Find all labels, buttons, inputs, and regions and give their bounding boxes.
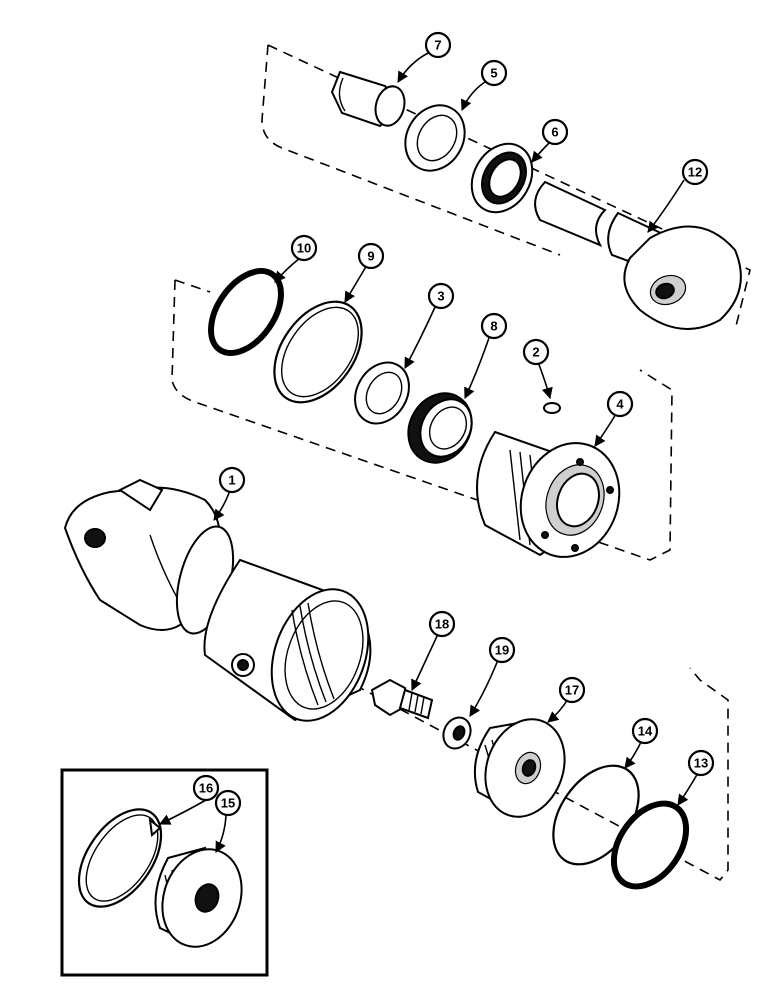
callout-2: 2 bbox=[522, 338, 550, 366]
svg-text:4: 4 bbox=[616, 397, 624, 412]
callout-15: 15 bbox=[214, 789, 242, 817]
callout-17: 17 bbox=[558, 676, 586, 704]
svg-text:14: 14 bbox=[638, 724, 653, 739]
part-6-rod-seal bbox=[470, 142, 534, 214]
svg-text:18: 18 bbox=[435, 617, 449, 632]
part-8-seal bbox=[407, 392, 473, 464]
part-19-washer bbox=[442, 716, 472, 750]
svg-text:17: 17 bbox=[565, 683, 579, 698]
part-16-wear-ring bbox=[77, 808, 163, 908]
callout-8: 8 bbox=[480, 312, 508, 340]
svg-text:16: 16 bbox=[199, 781, 213, 796]
svg-text:6: 6 bbox=[551, 125, 558, 140]
svg-text:10: 10 bbox=[297, 241, 311, 256]
callout-12: 12 bbox=[681, 158, 709, 186]
svg-text:19: 19 bbox=[495, 643, 509, 658]
part-4-gland bbox=[476, 430, 621, 558]
gland-group-outline bbox=[171, 279, 673, 561]
part-2-plug bbox=[543, 402, 561, 414]
svg-text:13: 13 bbox=[694, 756, 708, 771]
part-10-o-ring bbox=[208, 268, 284, 356]
svg-text:5: 5 bbox=[490, 66, 497, 81]
callout-5: 5 bbox=[480, 59, 508, 87]
part-7-bushing bbox=[330, 70, 406, 128]
part-1-cylinder-barrel bbox=[63, 478, 372, 722]
callout-3: 3 bbox=[427, 282, 455, 310]
svg-text:3: 3 bbox=[437, 289, 444, 304]
callout-13: 13 bbox=[687, 749, 715, 777]
part-13-o-ring bbox=[610, 800, 690, 890]
callout-7: 7 bbox=[424, 31, 452, 59]
svg-text:12: 12 bbox=[688, 165, 702, 180]
svg-text:9: 9 bbox=[367, 249, 374, 264]
svg-text:15: 15 bbox=[221, 796, 235, 811]
part-3-ring bbox=[354, 361, 410, 425]
part-5-wiper bbox=[404, 104, 466, 172]
callout-10: 10 bbox=[290, 234, 318, 262]
part-18-bolt bbox=[370, 678, 434, 720]
leader-lines bbox=[158, 51, 699, 853]
callout-4: 4 bbox=[606, 390, 634, 418]
callout-14: 14 bbox=[631, 717, 659, 745]
svg-text:1: 1 bbox=[228, 473, 235, 488]
callout-19: 19 bbox=[488, 636, 516, 664]
callout-9: 9 bbox=[357, 242, 385, 270]
svg-text:2: 2 bbox=[532, 345, 539, 360]
callout-16: 16 bbox=[192, 774, 220, 802]
part-17-piston bbox=[473, 718, 566, 818]
callout-6: 6 bbox=[541, 118, 569, 146]
svg-text:8: 8 bbox=[490, 319, 497, 334]
callout-1: 1 bbox=[218, 466, 246, 494]
part-12-piston-rod bbox=[534, 180, 742, 330]
piston-group-outline bbox=[204, 604, 729, 882]
part-15-piston bbox=[154, 846, 243, 948]
callout-18: 18 bbox=[428, 610, 456, 638]
svg-text:7: 7 bbox=[434, 38, 441, 53]
part-9-backup-ring bbox=[273, 300, 363, 404]
